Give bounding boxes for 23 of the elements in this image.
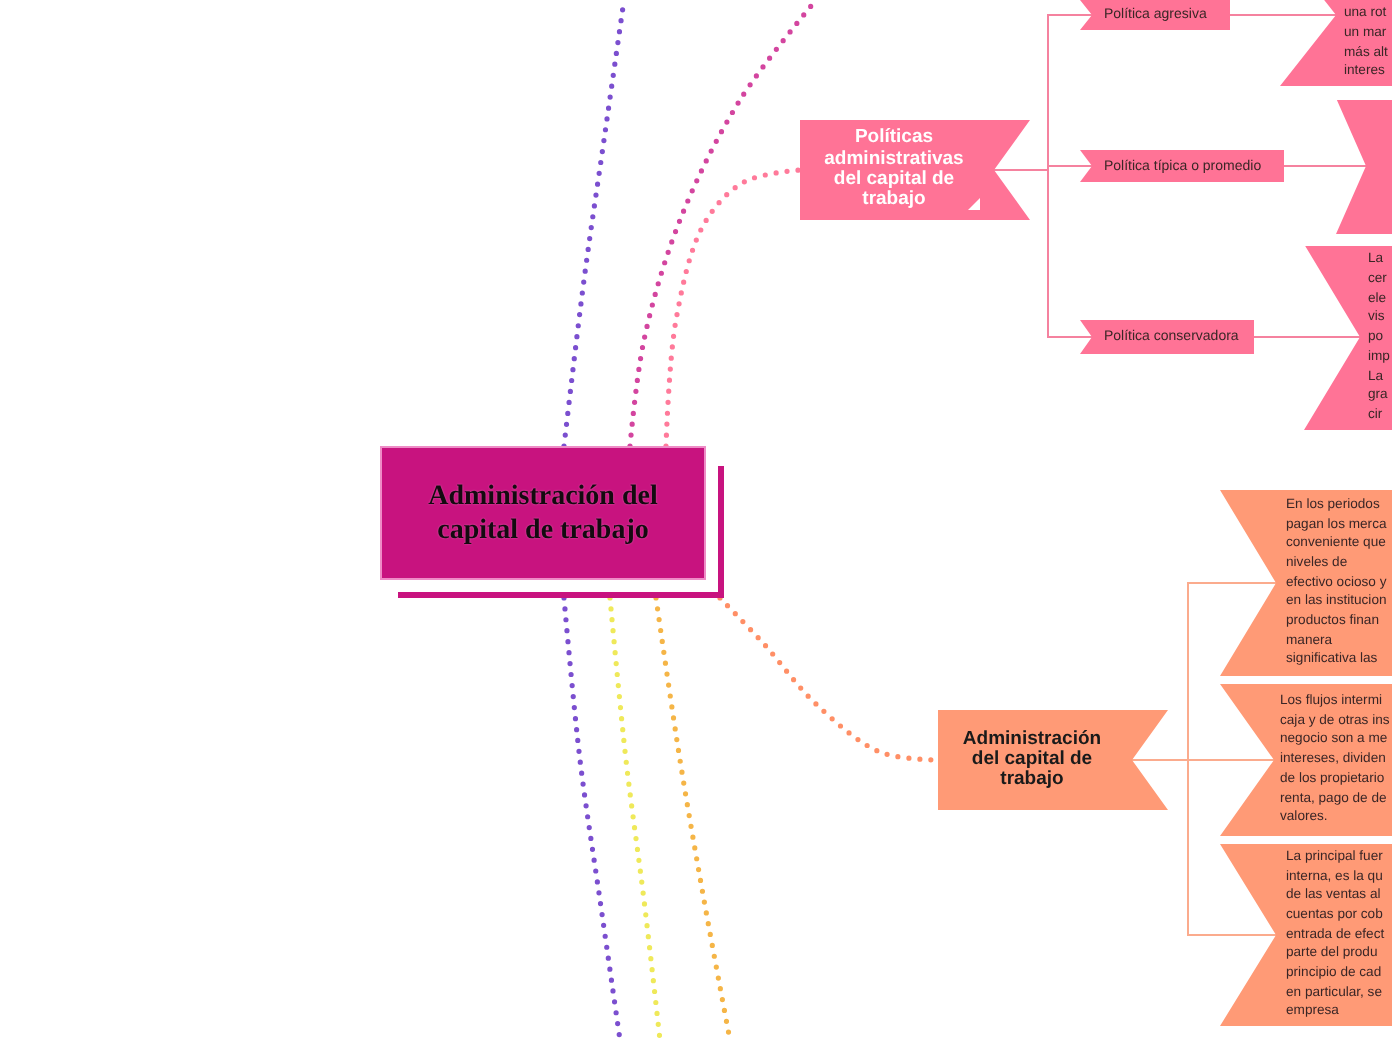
connector xyxy=(1229,14,1337,16)
topic-title: Políticas administrativas del capital de trabajo xyxy=(822,128,966,212)
description-banner xyxy=(1336,100,1392,234)
topic-banner xyxy=(938,710,1168,810)
connector xyxy=(1283,165,1367,167)
topic-title: Administración del capital de trabajo xyxy=(426,479,660,547)
connector xyxy=(1253,336,1361,338)
subtopic-banner xyxy=(1080,150,1284,182)
topic-title: Administración del capital de trabajo xyxy=(960,729,1104,791)
topic-banner xyxy=(800,120,1030,220)
description-banner xyxy=(1220,844,1392,1026)
subtopic-banner xyxy=(1080,0,1230,30)
description-banner xyxy=(1280,0,1392,86)
description-banner xyxy=(1304,246,1392,430)
description-banner xyxy=(1220,490,1392,676)
subtopic-banner xyxy=(1080,320,1254,354)
dotted-connector xyxy=(607,595,663,1040)
dotted-connector xyxy=(627,0,819,449)
description-banner xyxy=(1220,684,1392,836)
dotted-connector xyxy=(663,167,803,449)
dotted-connector xyxy=(653,595,733,1040)
dotted-connector xyxy=(561,595,623,1040)
central-topic-box xyxy=(380,446,724,598)
